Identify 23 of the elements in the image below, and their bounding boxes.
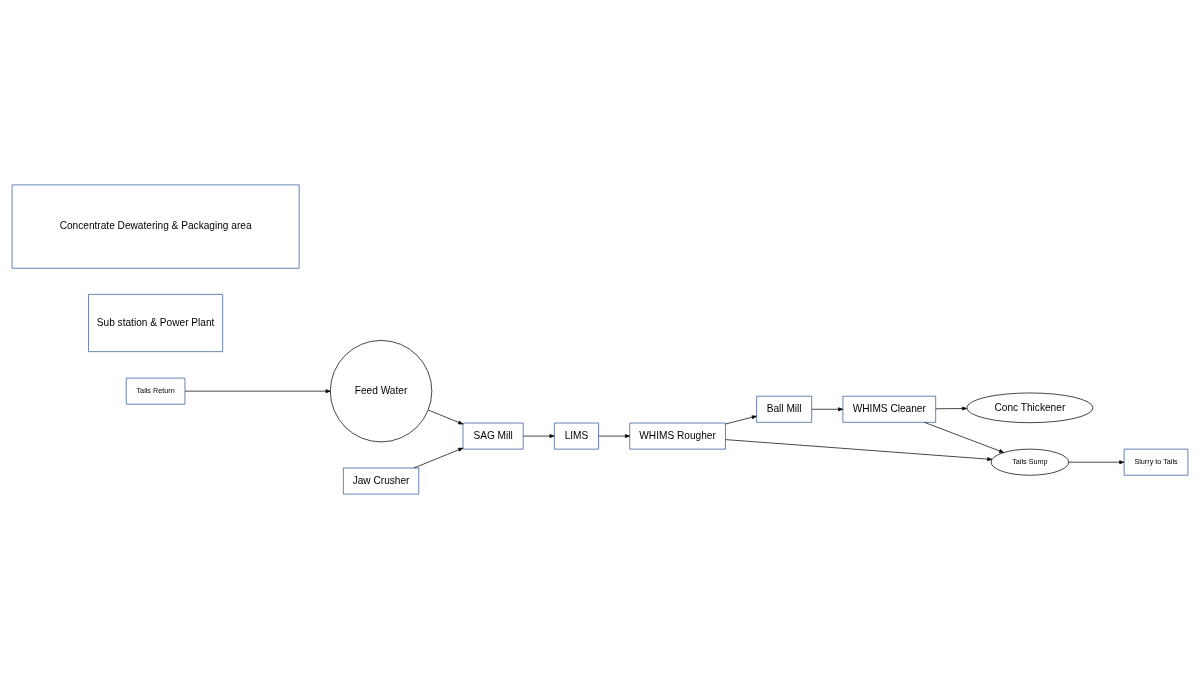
node-box: SAG Mill [462,422,524,450]
node-box: Slurry to Tails [1123,448,1189,476]
arrow [428,409,464,425]
arrow [725,415,757,425]
arrow [598,434,631,438]
node-box: WHIMS Rougher [629,422,726,450]
node-box: Tails Return [125,377,186,405]
arrow [924,422,1005,453]
arrow [413,447,464,469]
node-box: Sub station & Power Plant [88,294,224,352]
node-box: WHIMS Cleaner [842,395,937,423]
node-circle: Feed Water [329,340,433,443]
arrow [811,407,844,412]
node-box: Jaw Crusher [343,467,420,495]
arrow [935,406,968,411]
node-ellipse: Conc Thickener [966,392,1094,424]
arrow [1068,460,1125,465]
node-box: LIMS [554,422,599,450]
node-box: Ball Mill [756,395,813,423]
arrow [184,389,331,394]
arrow [523,434,555,438]
arrow [725,439,993,461]
node-box: Concentrate Dewatering & Packaging area [11,184,300,269]
